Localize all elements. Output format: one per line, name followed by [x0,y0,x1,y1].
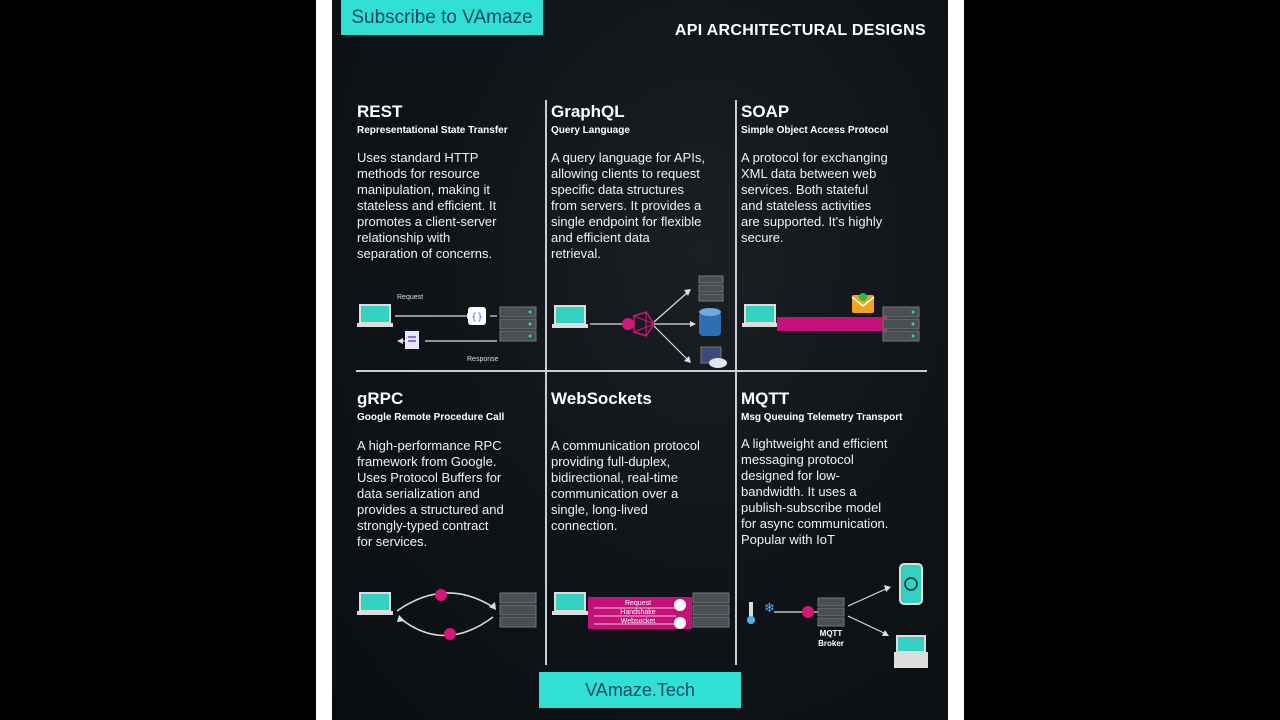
grid-divider-horizontal [356,370,927,372]
snowflake-icon: ❄ [764,600,775,615]
grpc-subtitle: Google Remote Procedure Call [357,412,505,423]
poster-title: API ARCHITECTURAL DESIGNS [674,22,926,39]
json-braces-icon: {} [468,307,486,325]
websockets-title: WebSockets [551,389,652,408]
grpc-diagram [357,589,537,640]
server-rack-icon [692,592,730,628]
graph-node-icon [622,311,655,337]
envelope-icon [851,293,875,313]
thermometer-icon [747,602,755,624]
server-rack-icon [882,306,920,342]
rest-request-label: Request [397,294,423,301]
grid-divider-vertical-2 [735,100,737,665]
mqtt-title: MQTT [741,389,790,408]
rest-description: Uses standard HTTP methods for resource … [357,150,497,261]
rest-diagram: {} Request Response [357,294,537,363]
soap-description: A protocol for exchanging XML data betwe… [741,150,888,245]
server-rack-icon [499,592,537,628]
cloud-server-icon [700,346,727,368]
mqtt-broker-label-line2: Broker [818,639,844,648]
mqtt-diagram: ❄ MQTT Broker [747,563,928,668]
rest-response-label: Response [467,356,499,363]
graphql-title: GraphQL [551,102,625,121]
laptop-icon [357,592,393,615]
graphql-diagram [552,275,727,368]
soap-diagram [742,293,920,342]
websockets-diagram: Request Handshake Websocket [552,592,730,629]
server-rack-icon [817,597,845,627]
websocket-handshake-label: Handshake [620,609,656,616]
websocket-request-label: Request [625,600,651,607]
websocket-connection-label: Websocket [621,618,656,625]
rest-subtitle: Representational State Transfer [357,125,508,136]
graphql-description: A query language for APIs, allowing clie… [551,150,705,261]
mqtt-description: A lightweight and efficient messaging pr… [741,436,889,547]
laptop-icon [742,304,778,327]
laptop-icon [894,635,928,668]
grid-divider-vertical-1 [545,100,547,665]
database-icon [699,308,721,336]
mqtt-subtitle: Msg Queuing Telemetry Transport [741,412,903,423]
websockets-description: A communication protocol providing full-… [551,438,700,533]
vamaze-footer-banner[interactable]: VAmaze.Tech [539,672,741,708]
subscribe-banner[interactable]: Subscribe to VAmaze [341,0,543,35]
laptop-icon [552,592,588,615]
soap-subtitle: Simple Object Access Protocol [741,125,889,136]
server-rack-icon [499,306,537,342]
laptop-icon [552,305,588,328]
grpc-description: A high-performance RPC framework from Go… [357,438,504,549]
phone-icon [899,563,923,605]
soap-title: SOAP [741,102,790,121]
server-rack-icon [698,275,724,302]
laptop-icon [357,304,393,327]
graphql-subtitle: Query Language [551,125,630,136]
rest-title: REST [357,102,403,121]
grpc-title: gRPC [357,389,404,408]
svg-text:{}: {} [471,312,483,323]
document-icon [405,331,419,349]
mqtt-broker-label-line1: MQTT [820,629,843,638]
